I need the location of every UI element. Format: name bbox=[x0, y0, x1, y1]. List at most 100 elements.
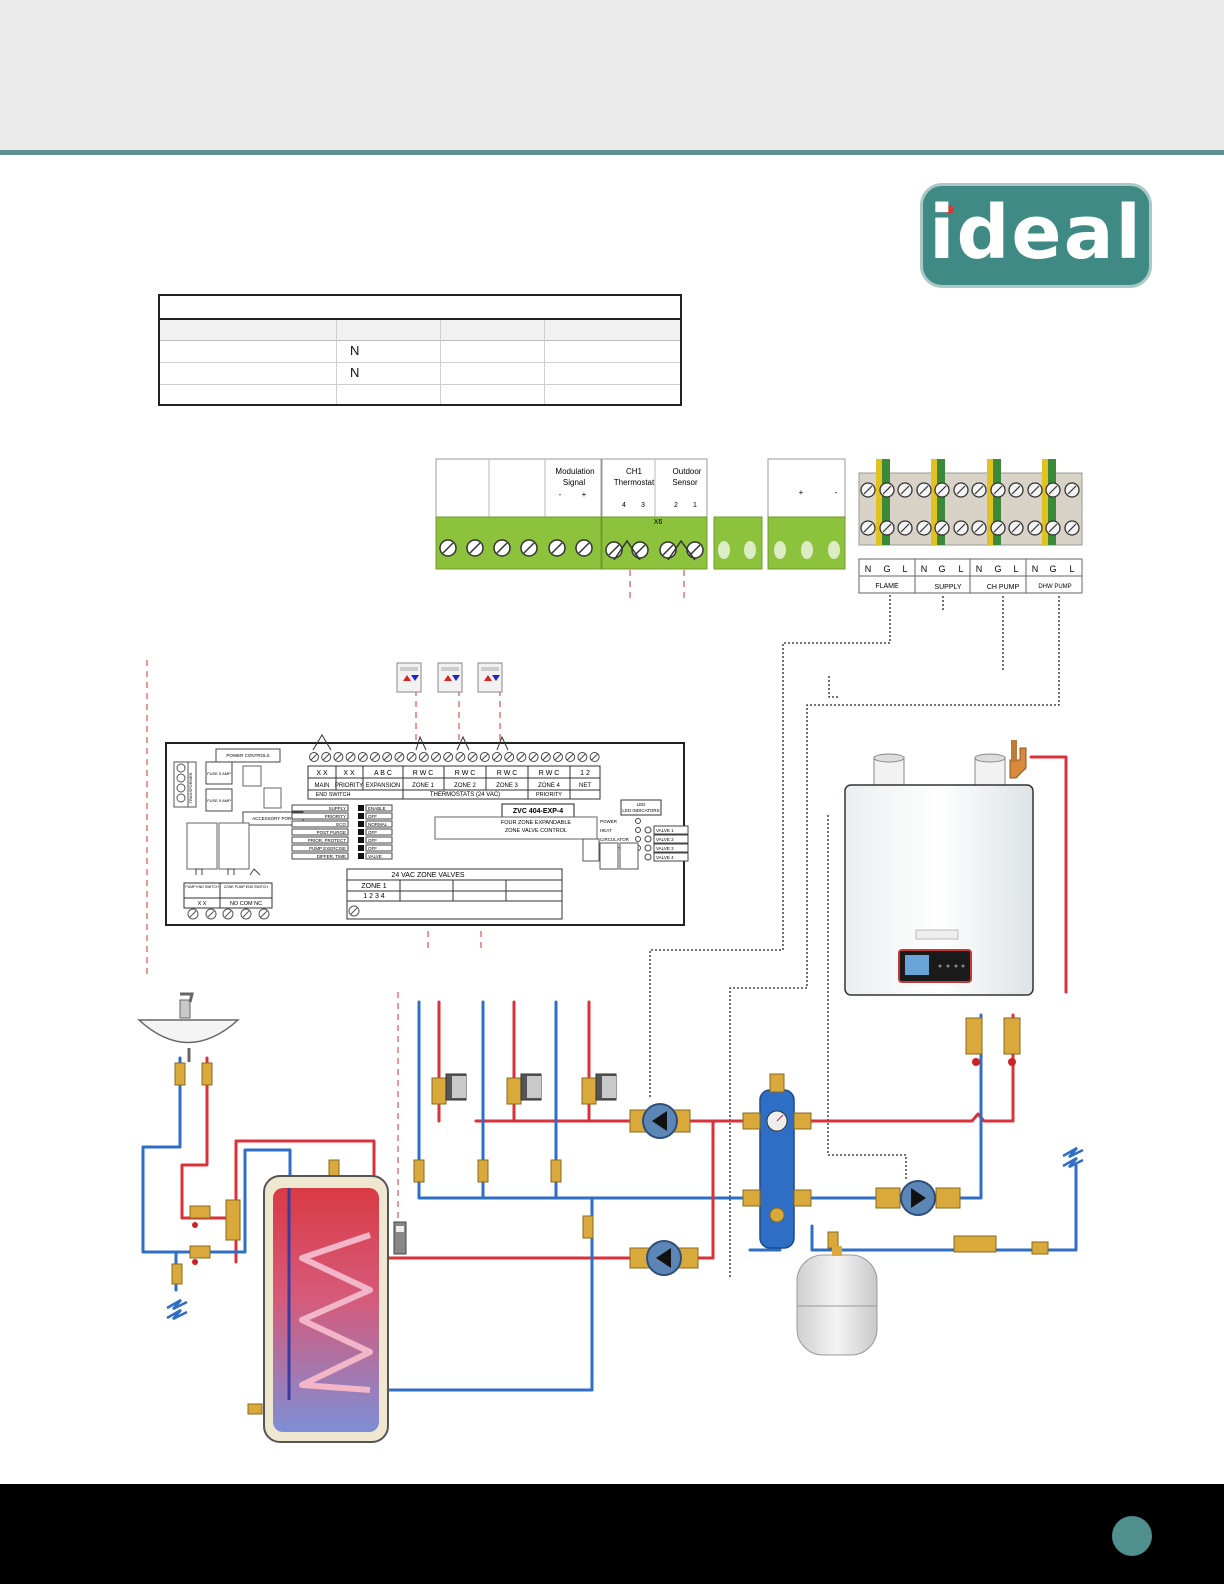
footer-band bbox=[0, 1484, 1224, 1584]
led-indicators-label: LED INDICATORS bbox=[622, 808, 659, 813]
dip-value-box bbox=[365, 804, 393, 812]
boiler-circulator-pump bbox=[875, 1180, 961, 1216]
dhw-circulator-pump bbox=[629, 1240, 699, 1276]
terminal-code-label: X X bbox=[316, 770, 328, 777]
screw-slot bbox=[579, 753, 586, 761]
dip-switch-value: OFF bbox=[368, 814, 377, 819]
dip-label-box bbox=[291, 836, 349, 844]
terminal-code-label: R W C bbox=[413, 770, 434, 777]
dip-label-box bbox=[291, 852, 349, 860]
supply-group-label: SUPPLY bbox=[934, 584, 961, 591]
terminal-code-label: R W C bbox=[455, 770, 476, 777]
logo-accent-dot bbox=[945, 205, 954, 214]
dip-label-box bbox=[291, 844, 349, 852]
dip-switch-value: OFF bbox=[368, 838, 377, 843]
dip-label-box bbox=[291, 828, 349, 836]
led-indicator bbox=[635, 836, 641, 842]
table-cell-value: N bbox=[350, 365, 360, 380]
settings-table-header-row bbox=[160, 320, 680, 341]
table-row bbox=[160, 340, 680, 363]
cold-water-supply-icon bbox=[166, 1298, 188, 1321]
accessory-port-label: ACCESSORY PORT bbox=[252, 816, 294, 821]
page-number-badge bbox=[1112, 1516, 1152, 1556]
pin-4-label: 4 bbox=[622, 502, 626, 509]
fuse-1-label: FUSE 5 AMP bbox=[207, 771, 231, 776]
terminal-name-label: ZONE 2 bbox=[454, 783, 476, 789]
valve-led bbox=[644, 826, 652, 834]
transformer-label: TRANSFORMER bbox=[188, 772, 193, 803]
pin-3-label: 3 bbox=[641, 502, 645, 509]
dip-value-box bbox=[365, 844, 393, 852]
dip-label-box bbox=[291, 820, 349, 828]
header-rule bbox=[0, 150, 1224, 155]
dip-value-box bbox=[365, 812, 393, 820]
valve-led-label: VALVE 1 bbox=[656, 828, 674, 833]
thermostat-zone-3 bbox=[477, 662, 503, 693]
hydraulic-separator bbox=[742, 1073, 812, 1249]
zone-1-valve-pins: 1 2 3 4 bbox=[363, 893, 385, 900]
zone-valve-2 bbox=[506, 1073, 542, 1105]
table-divider bbox=[440, 320, 441, 404]
dip-switch-label: PRIOR. PROTECT bbox=[308, 838, 347, 843]
zone-valves-title: 24 VAC ZONE VALVES bbox=[391, 872, 464, 879]
zone-valve-3 bbox=[581, 1073, 617, 1105]
terminal-pin-letter: L bbox=[958, 564, 963, 574]
valve-led-label: VALVE 2 bbox=[656, 837, 674, 842]
screw-slot bbox=[457, 753, 464, 761]
valve-led-box bbox=[653, 852, 689, 862]
screw-slot bbox=[322, 753, 330, 761]
terminal-pin-letter: N bbox=[976, 564, 983, 574]
model-description-2: ZONE VALVE CONTROL bbox=[505, 828, 567, 834]
table-divider bbox=[544, 320, 545, 404]
terminal-name-label: ZONE 3 bbox=[496, 783, 518, 789]
ch-circulator-pump bbox=[629, 1103, 691, 1139]
terminal-code-label: 1 2 bbox=[580, 770, 590, 777]
screw-slot bbox=[530, 753, 537, 761]
dip-value-box bbox=[365, 828, 393, 836]
valve-handles bbox=[192, 1058, 1016, 1265]
led-indicator-label: CIRCULATOR bbox=[600, 837, 630, 842]
table-divider bbox=[336, 320, 337, 404]
terminal-name-label: PRIORITY bbox=[335, 783, 363, 789]
valve-led bbox=[644, 853, 652, 861]
mod-minus-label: - bbox=[559, 490, 562, 499]
dip-value-box bbox=[365, 820, 393, 828]
table-cell-value: N bbox=[350, 343, 360, 358]
dip-switch-value: OFF bbox=[368, 830, 377, 835]
dhw-pump-group-label: DHW PUMP bbox=[1038, 584, 1071, 590]
led-indicators-label-1: LED bbox=[637, 802, 647, 807]
zone-pump-end-switch-label: ZONE PUMP END SWITCH bbox=[224, 885, 268, 889]
valve-led-box bbox=[653, 843, 689, 853]
end-switch-label: END SWITCH bbox=[316, 792, 351, 798]
valve-led bbox=[644, 844, 652, 852]
dip-switch-value: OFF bbox=[368, 846, 377, 851]
terminal-name-label: NET bbox=[579, 783, 591, 789]
terminal-pin-letter: G bbox=[994, 564, 1001, 574]
terminal-name-label: EXPANSION bbox=[366, 783, 401, 789]
aux-minus-label: - bbox=[835, 488, 838, 497]
logo-text: ideal bbox=[929, 190, 1143, 276]
screw-slot bbox=[518, 753, 525, 761]
zone-valve-1 bbox=[431, 1073, 467, 1105]
terminal-pin-letter: N bbox=[1032, 564, 1039, 574]
led-indicator bbox=[635, 818, 641, 824]
settings-table-title-row bbox=[160, 296, 680, 320]
terminal-pin-letter: L bbox=[1069, 564, 1074, 574]
screw-slot bbox=[383, 753, 391, 761]
terminal-pin-letter: L bbox=[1013, 564, 1018, 574]
thermostat-label: Thermostat bbox=[614, 478, 655, 487]
screw-slot bbox=[420, 753, 428, 761]
dip-switch-label: ECO bbox=[336, 822, 346, 827]
valve-led-label: VALVE 3 bbox=[656, 846, 674, 851]
terminal-pin-letter: N bbox=[921, 564, 928, 574]
header-band bbox=[0, 0, 1224, 150]
zone-1-valve-label: ZONE 1 bbox=[361, 883, 386, 890]
terminal-code-label: R W C bbox=[539, 770, 560, 777]
connector-x6-label: X6 bbox=[654, 519, 663, 526]
indirect-water-heater bbox=[263, 1175, 407, 1443]
boiler bbox=[844, 740, 1034, 996]
terminal-name-label: ZONE 1 bbox=[412, 783, 434, 789]
table-row bbox=[160, 362, 680, 385]
model-label: ZVC 404-EXP-4 bbox=[513, 808, 563, 815]
dip-label-box bbox=[291, 804, 349, 812]
